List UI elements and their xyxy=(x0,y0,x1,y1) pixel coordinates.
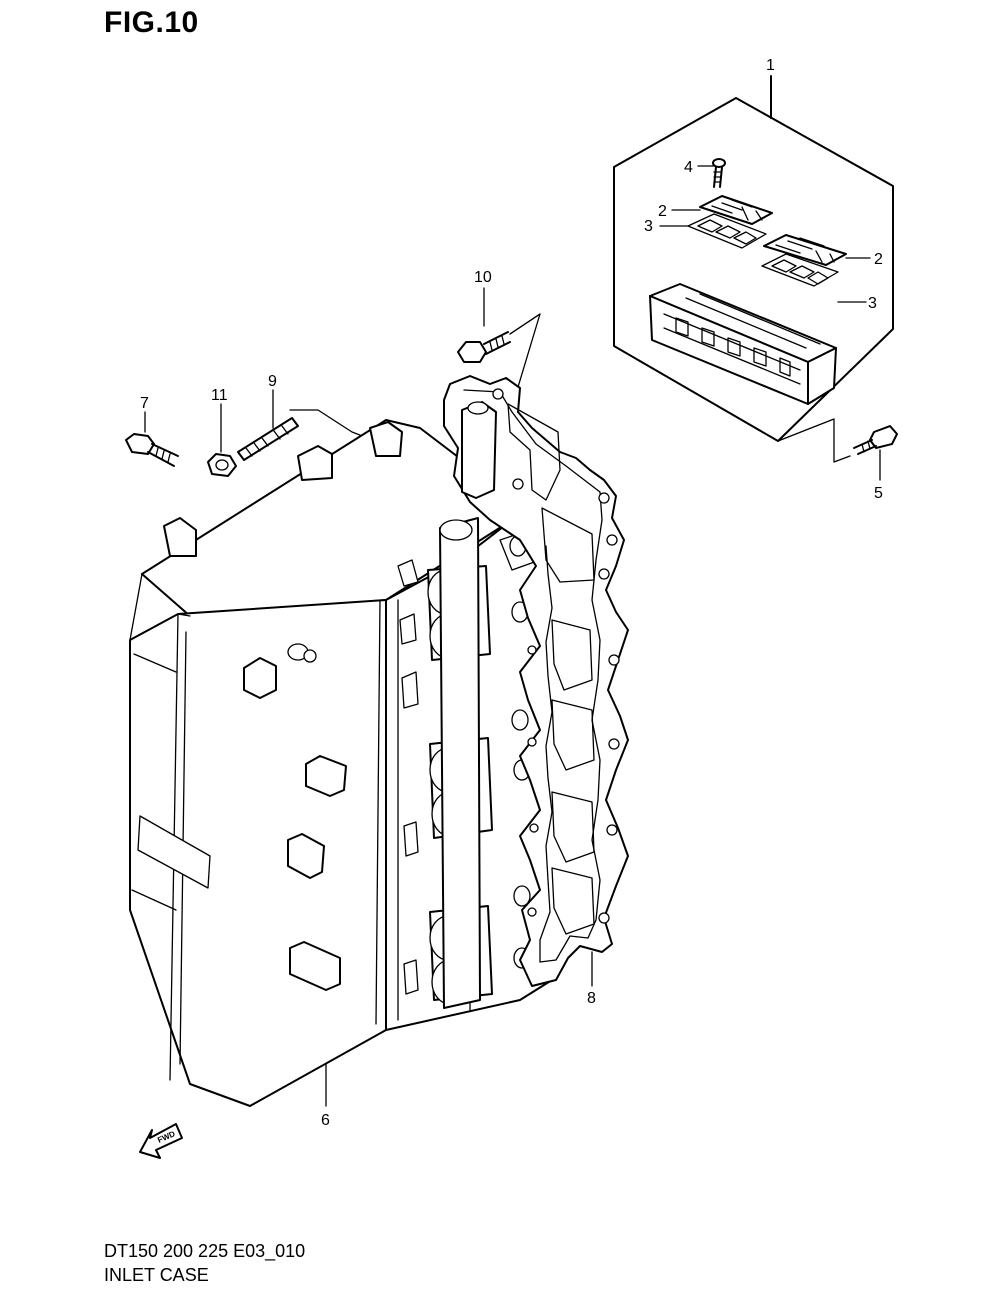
reed-valve-block xyxy=(649,283,837,405)
reed-valve-screw xyxy=(697,158,726,188)
figure-title: FIG.10 xyxy=(104,6,199,39)
callout-1: 1 xyxy=(766,57,775,74)
diagram-name: INLET CASE xyxy=(104,1265,209,1285)
hex-nut xyxy=(207,403,237,477)
callout-4: 4 xyxy=(684,159,693,176)
reed-stopper-right xyxy=(763,234,871,266)
callout-6: 6 xyxy=(321,1112,330,1129)
callout-10: 10 xyxy=(474,269,492,286)
reed-valve-assembly-box xyxy=(613,75,894,442)
callout-2-right: 2 xyxy=(874,251,883,268)
forward-direction-arrow: FWD xyxy=(139,1123,183,1159)
reed-valve-right xyxy=(761,253,867,303)
reed-block-bolt xyxy=(853,425,898,481)
bolt-5-leader xyxy=(777,418,851,463)
inlet-case-gasket xyxy=(443,375,629,987)
callout-5: 5 xyxy=(874,485,883,502)
diagram-code: DT150 200 225 E03_010 xyxy=(104,1241,306,1261)
reed-valve-left xyxy=(659,213,767,249)
callout-3-right: 3 xyxy=(868,295,877,312)
callout-11: 11 xyxy=(211,387,228,404)
callout-7: 7 xyxy=(140,395,149,412)
callout-2-left: 2 xyxy=(658,203,667,220)
flange-bolt xyxy=(125,411,179,467)
callout-9: 9 xyxy=(268,373,277,390)
reed-stopper-left xyxy=(671,195,773,225)
callout-3-left: 3 xyxy=(644,218,653,235)
inlet-case xyxy=(129,419,553,1107)
callout-8: 8 xyxy=(587,990,596,1007)
